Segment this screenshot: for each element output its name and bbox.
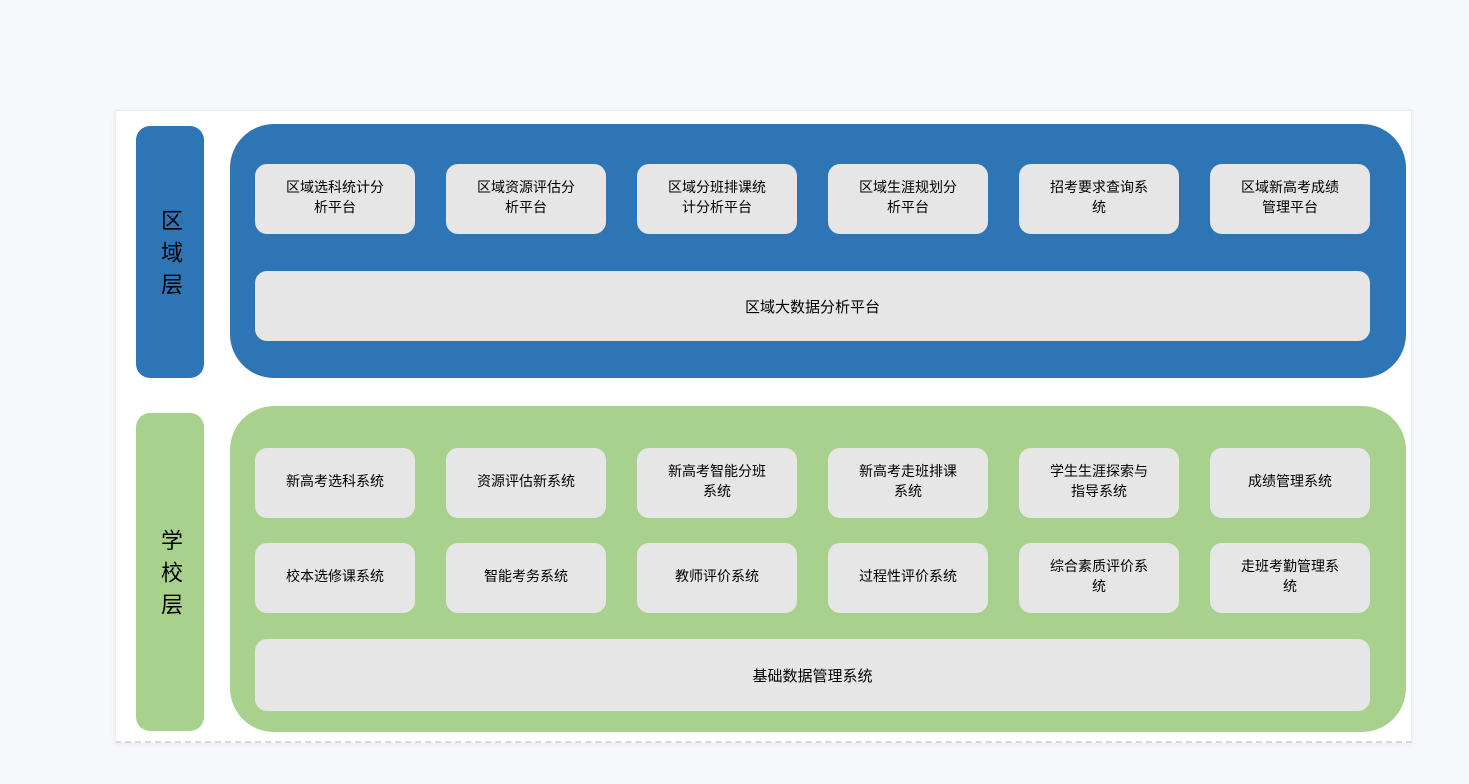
region-layer-label-shape[interactable]: 区域层 [136, 126, 204, 378]
system-box-label: 综合素质评价系统 [1050, 560, 1148, 595]
system-box[interactable]: 区域新高考成绩管理平台 [1210, 164, 1370, 234]
system-box[interactable]: 智能考务系统 [446, 543, 606, 613]
system-box[interactable]: 教师评价系统 [637, 543, 797, 613]
system-box-label: 资源评估新系统 [477, 475, 575, 490]
system-box-label: 走班考勤管理系统 [1241, 560, 1339, 595]
systems-row: 区域选科统计分析平台 区域资源评估分析平台 区域分班排课统计分析平台 区域生涯规划分析… [255, 164, 1370, 234]
systems-row: 校本选修课系统 智能考务系统 教师评价系统 过程性评价系统 综合素质评价系统 走班考勤管理… [255, 543, 1370, 613]
system-box-label: 教师评价系统 [675, 570, 759, 585]
system-box[interactable]: 校本选修课系统 [255, 543, 415, 613]
system-box-label: 招考要求查询系统 [1050, 181, 1148, 216]
system-box-label: 过程性评价系统 [859, 570, 957, 585]
region-base-system-label: 区域大数据分析平台 [744, 299, 880, 316]
system-box-label: 成绩管理系统 [1248, 475, 1332, 490]
system-box[interactable]: 区域分班排课统计分析平台 [637, 164, 797, 234]
system-box[interactable]: 走班考勤管理系统 [1210, 543, 1370, 613]
system-box[interactable]: 区域资源评估分析平台 [446, 164, 606, 234]
systems-row: 新高考选科系统 资源评估新系统 新高考智能分班系统 新高考走班排课系统 学生生涯探索与指… [255, 448, 1370, 518]
school-layer-label-text: 学校层 [158, 529, 183, 625]
system-box[interactable]: 成绩管理系统 [1210, 448, 1370, 518]
system-box-label: 校本选修课系统 [286, 570, 384, 585]
system-box-label: 区域资源评估分析平台 [477, 181, 575, 216]
system-box[interactable]: 招考要求查询系统 [1019, 164, 1179, 234]
system-box[interactable]: 新高考走班排课系统 [828, 448, 988, 518]
system-box[interactable]: 新高考智能分班系统 [637, 448, 797, 518]
system-box-label: 区域分班排课统计分析平台 [668, 181, 766, 216]
document-page[interactable]: 区域层 区域选科统计分析平台 区域资源评估分析平台 区域分班排课统计分析平台 区域生涯… [115, 110, 1412, 743]
system-box[interactable]: 区域选科统计分析平台 [255, 164, 415, 234]
system-box[interactable]: 过程性评价系统 [828, 543, 988, 613]
system-box-label: 学生生涯探索与指导系统 [1050, 465, 1148, 500]
region-layer-container[interactable]: 区域选科统计分析平台 区域资源评估分析平台 区域分班排课统计分析平台 区域生涯规划分析… [230, 124, 1406, 378]
school-systems-rows: 新高考选科系统 资源评估新系统 新高考智能分班系统 新高考走班排课系统 学生生涯探索与指… [255, 448, 1370, 613]
school-layer-container[interactable]: 新高考选科系统 资源评估新系统 新高考智能分班系统 新高考走班排课系统 学生生涯探索与指… [230, 406, 1406, 732]
region-systems-rows: 区域选科统计分析平台 区域资源评估分析平台 区域分班排课统计分析平台 区域生涯规划分析… [255, 164, 1370, 234]
system-box-label: 区域新高考成绩管理平台 [1241, 181, 1339, 216]
system-box[interactable]: 综合素质评价系统 [1019, 543, 1179, 613]
system-box[interactable]: 资源评估新系统 [446, 448, 606, 518]
system-box[interactable]: 学生生涯探索与指导系统 [1019, 448, 1179, 518]
school-base-system-label: 基础数据管理系统 [752, 668, 873, 685]
system-box-label: 区域生涯规划分析平台 [859, 181, 957, 216]
school-layer-label-shape[interactable]: 学校层 [136, 413, 204, 731]
school-base-system-box[interactable]: 基础数据管理系统 [255, 639, 1370, 711]
system-box-label: 智能考务系统 [484, 570, 568, 585]
system-box[interactable]: 区域生涯规划分析平台 [828, 164, 988, 234]
system-box-label: 区域选科统计分析平台 [286, 181, 384, 216]
system-box-label: 新高考智能分班系统 [668, 465, 766, 500]
system-box-label: 新高考走班排课系统 [859, 465, 957, 500]
region-layer-label-text: 区域层 [158, 209, 183, 305]
system-box-label: 新高考选科系统 [286, 475, 384, 490]
system-box[interactable]: 新高考选科系统 [255, 448, 415, 518]
region-base-system-box[interactable]: 区域大数据分析平台 [255, 271, 1370, 341]
